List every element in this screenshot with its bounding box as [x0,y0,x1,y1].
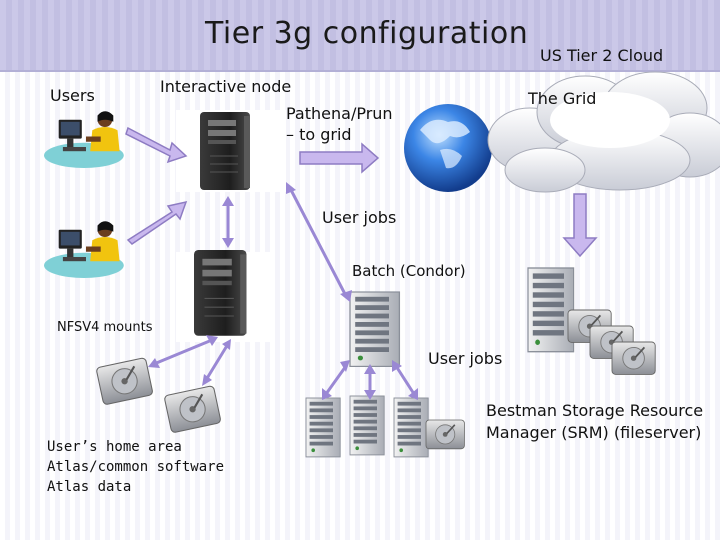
user-jobs-label: User jobs [322,208,397,227]
hard-disk-icon [94,356,155,407]
user-jobs-label: User jobs [428,349,503,368]
cloud-icon [487,71,720,193]
rack-server-icon [349,291,401,368]
batch-condor-label: Batch (Condor) [352,262,466,280]
home-area-label-line1: User’s home area [47,439,182,455]
us-tier2-cloud-label: US Tier 2 Cloud [540,46,664,65]
the-grid-label: The Grid [528,89,597,108]
worker-arrow [394,364,416,396]
rack-server-icon [393,397,429,458]
nfsv4-mounts-label: NFSV4 mounts [57,320,153,335]
rack-server-icon [305,397,341,458]
cloud-to-storage-arrow [562,193,598,258]
user-at-desk-icon [44,221,124,278]
users-to-node-arrow [126,200,188,245]
node-to-grid-arrow [299,142,380,174]
globe-icon [404,104,492,192]
users-to-node-arrow [125,126,188,164]
home-area-label-line2: Atlas/common software [47,459,225,475]
hard-disk-icon [425,419,466,450]
bestman-label-line1: Bestman Storage Resource [486,401,704,420]
rack-server-icon [527,267,575,353]
pathena-label-line1: Pathena/Prun [286,104,393,123]
hard-disk-icon [162,384,223,435]
users-label: Users [50,86,95,105]
worker-arrow [324,364,348,396]
bestman-label-line2: Manager (SRM) (fileserver) [486,423,702,442]
user-jobs-to-batch-arrow [288,186,348,298]
pathena-label-line2: – to grid [286,125,352,144]
interactive-node-label: Interactive node [160,77,292,96]
rack-server-icon [349,395,385,456]
slide-title: Tier 3g configuration [205,16,529,51]
hard-disk-icon [611,341,657,376]
home-area-label-line3: Atlas data [47,479,132,495]
nfs-mount-arrow [204,342,230,382]
user-at-desk-icon [44,111,124,168]
nfs-mount-arrow [152,338,214,366]
server-tower-icon [199,111,251,191]
title-band [0,0,720,72]
server-tower-icon [193,249,248,337]
